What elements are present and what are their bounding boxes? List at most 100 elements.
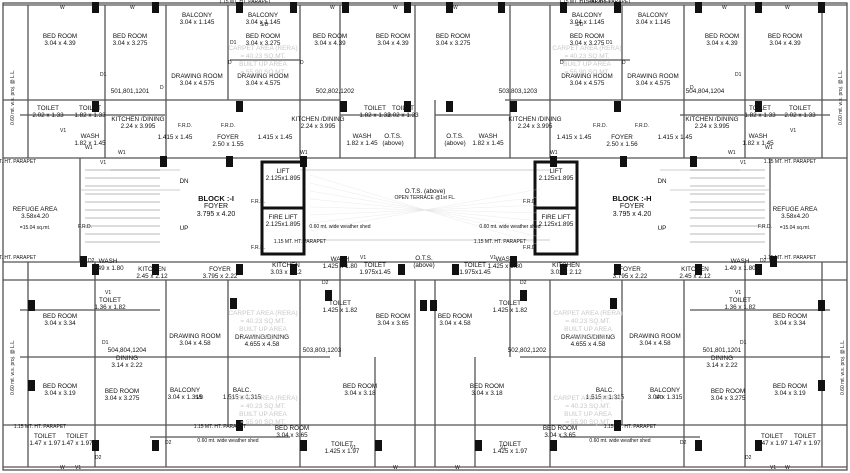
room-dimension: 1.49 x 1.80 — [92, 265, 124, 272]
room-dimension: 3.04 x 1.145 — [635, 19, 671, 26]
room-name: TOILET — [79, 105, 101, 112]
opening-marker: V1 — [100, 160, 107, 166]
room-name: WASH — [80, 133, 100, 140]
structural-column — [430, 300, 437, 311]
builtup-area-ghost: = 55.90 SQ.MT. — [565, 334, 611, 341]
room-dimension: 3.04 x 4.58 — [639, 340, 671, 347]
opening-marker: D — [690, 85, 694, 91]
stair-down: DN — [179, 178, 189, 185]
carpet-area-ghost: CARPET AREA (RERA) — [228, 45, 298, 52]
opening-marker: S/D — [260, 22, 269, 28]
fire-lift-shaft — [260, 206, 306, 256]
structural-column — [375, 440, 382, 451]
room-dimension: 1.82 x 1.33 — [744, 112, 776, 119]
room-dimension: 3.04 x 3.275 — [569, 40, 605, 47]
room-dimension: 3.04 x 3.65 — [377, 320, 409, 327]
room-dimension: 3.04 x 3.18 — [471, 390, 503, 397]
room-dimension: 1.425 x 1.82 — [492, 307, 528, 314]
room-dimension: 3.04 x 3.65 — [544, 432, 576, 439]
room-dimension: 2.24 x 3.995 — [120, 123, 156, 130]
room-name: BALCONY — [649, 387, 681, 394]
structural-column — [226, 156, 233, 167]
opening-marker: V1 — [105, 290, 112, 296]
structural-column — [92, 101, 99, 112]
room-dimension: 3.04 x 3.275 — [104, 395, 140, 402]
room-name: DRAWING ROOM — [561, 73, 613, 80]
room-dimension: 2.02 x 1.33 — [32, 112, 64, 119]
room-label: O.T.S.(above) — [413, 255, 434, 269]
opening-marker: W1 — [118, 150, 126, 156]
room-dimension: 3.04 x 4.39 — [44, 40, 76, 47]
room-label: 1.415 x 1.45 — [258, 134, 293, 141]
room-name: WASH — [478, 133, 498, 140]
room-dimension: 2.50 x 1.56 — [606, 141, 638, 148]
room-name: DRAWING/DINING — [235, 334, 289, 341]
structural-column — [152, 2, 159, 13]
unit-number: 501,801,1201 — [702, 347, 742, 354]
room-dimension: 3.04 x 4.39 — [377, 40, 409, 47]
structural-column — [560, 264, 567, 275]
structural-column — [160, 156, 167, 167]
proj-note: 0.60 mt. w.s. proj. @ L.L. — [10, 69, 16, 125]
structural-column — [80, 256, 87, 267]
room-name: BALCONY — [169, 387, 201, 394]
parapet-note: 1.15 MT. HT. PARAPET — [0, 159, 37, 165]
structural-column — [92, 2, 99, 13]
structural-column — [614, 101, 621, 112]
room-dimension: 3.04 x 4.575 — [245, 80, 281, 87]
room-name: WASH — [352, 133, 372, 140]
ots-label: O.T.S. (above) — [404, 188, 446, 195]
room-dimension: 1.82 x 1.33 — [359, 112, 391, 119]
room-dimension: 4.655 x 4.58 — [244, 341, 280, 348]
room-name: TOILET — [499, 441, 521, 448]
fire-lift-shaft — [533, 206, 579, 256]
refuge-area-sqmt: =15.04 sq.mt. — [19, 225, 51, 231]
structural-column — [398, 264, 405, 275]
room-name: O.T.S. — [415, 255, 433, 262]
structural-column — [404, 2, 411, 13]
opening-marker: W1 — [728, 150, 736, 156]
lift-dim: 2.125x1.895 — [538, 221, 574, 228]
carpet-area-ghost: = 40.23 SQ.MT. — [240, 318, 286, 325]
stair-up: UP — [657, 225, 667, 232]
structural-column — [690, 156, 697, 167]
opening-marker: D2 — [680, 440, 687, 446]
lift-name: LIFT — [549, 168, 563, 175]
room-name: KITCHEN — [552, 262, 580, 269]
structural-column — [420, 300, 427, 311]
room-dimension: 4.655 x 4.58 — [570, 341, 606, 348]
structural-column — [695, 264, 702, 275]
opening-marker: D1 — [100, 72, 107, 78]
room-dimension: 3.04 x 4.575 — [569, 80, 605, 87]
room-dimension: 3.795 x 2.22 — [612, 273, 648, 280]
room-label: 1.415 x 1.45 — [557, 134, 592, 141]
opening-marker: W — [330, 5, 335, 11]
room-dimension: 1.82 x 1.45 — [74, 140, 106, 147]
room-dimension: 3.04 x 1.145 — [569, 19, 605, 26]
opening-marker: W — [785, 5, 790, 11]
builtup-area-ghost: = 55.90 SQ.MT. — [564, 69, 610, 76]
lift-dim: 2.125x1.895 — [538, 175, 574, 182]
room-label: BALC.1.515 x 1.315 — [223, 387, 261, 401]
opening-marker: V1 — [490, 255, 497, 261]
fire-rated-door: F.R.D. — [523, 199, 537, 205]
room-dimension: 1.49 x 1.80 — [724, 265, 756, 272]
